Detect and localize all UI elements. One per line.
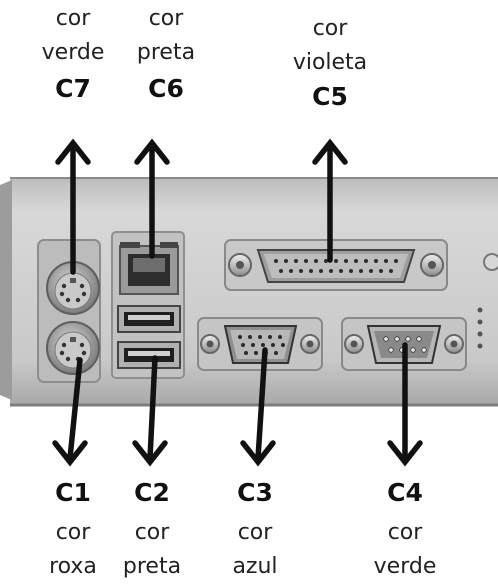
c5-code: C5 bbox=[312, 82, 348, 111]
usb-port-icon bbox=[117, 305, 181, 369]
c6-color-word: cor bbox=[148, 6, 184, 31]
c4-color-name: verde bbox=[373, 554, 437, 579]
label-c7: cor verde C7 bbox=[13, 2, 133, 104]
c2-color-word: cor bbox=[134, 520, 170, 545]
c7-color-word: cor bbox=[55, 6, 91, 31]
c7-color-name: verde bbox=[41, 40, 105, 65]
arrow-c2 bbox=[147, 355, 158, 461]
ethernet-port-icon bbox=[119, 242, 179, 295]
c6-color-name: preta bbox=[136, 40, 196, 65]
label-c4: C4 cor verde bbox=[345, 478, 465, 584]
c3-code: C3 bbox=[237, 478, 273, 507]
c6-code: C6 bbox=[148, 74, 184, 103]
label-c6: cor preta C6 bbox=[106, 2, 226, 104]
label-c3: C3 cor azul bbox=[195, 478, 315, 584]
c4-code: C4 bbox=[387, 478, 423, 507]
c5-color-word: cor bbox=[312, 16, 348, 41]
c1-color-name: roxa bbox=[49, 554, 97, 579]
c2-color-name: preta bbox=[122, 554, 182, 579]
c3-color-name: azul bbox=[232, 554, 278, 579]
parallel-port-icon bbox=[224, 239, 448, 291]
label-c5: cor violeta C5 bbox=[270, 12, 390, 112]
vga-port-icon bbox=[197, 317, 323, 371]
c3-color-word: cor bbox=[237, 520, 273, 545]
arrow-c3 bbox=[255, 347, 268, 461]
c1-color-word: cor bbox=[55, 520, 91, 545]
label-c2: C2 cor preta bbox=[92, 478, 212, 584]
c5-color-name: violeta bbox=[292, 50, 368, 75]
ps2-keyboard-port-icon bbox=[46, 321, 100, 375]
c2-code: C2 bbox=[134, 478, 170, 507]
c7-code: C7 bbox=[55, 74, 91, 103]
ps2-mouse-port-icon bbox=[46, 261, 100, 315]
arrow-c1 bbox=[67, 357, 83, 461]
c4-color-word: cor bbox=[387, 520, 423, 545]
label-c1: C1 cor roxa bbox=[13, 478, 133, 584]
c1-code: C1 bbox=[55, 478, 91, 507]
